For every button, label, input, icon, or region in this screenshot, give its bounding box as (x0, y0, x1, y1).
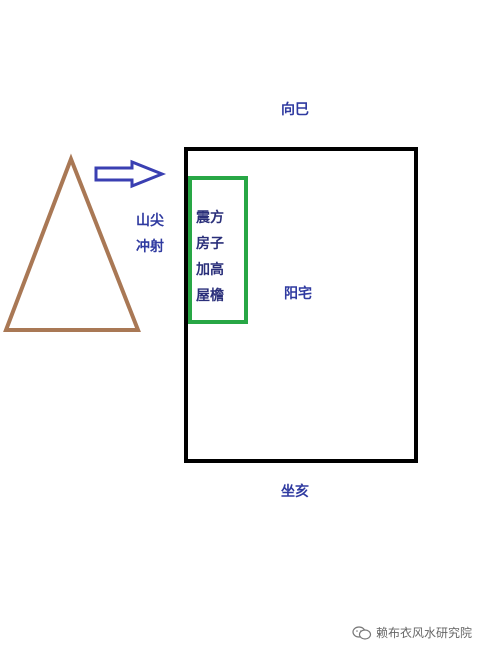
sitting-direction-label: 坐亥 (281, 484, 309, 500)
extension-label-line-3: 加高 (196, 262, 224, 278)
house-outline (184, 147, 418, 463)
extension-label-line-4: 屋檐 (196, 288, 224, 304)
arrow-right-icon (94, 159, 167, 189)
extension-label: 震方 房子 加高 屋檐 (196, 205, 224, 309)
mountain-label: 山尖 冲射 (136, 208, 164, 260)
mountain-peak-triangle (3, 153, 141, 332)
extension-label-line-2: 房子 (196, 236, 224, 252)
watermark-text: 赖布衣风水研究院 (376, 626, 473, 640)
facing-direction-label: 向巳 (281, 102, 309, 118)
house-label: 阳宅 (284, 286, 312, 302)
wechat-icon (352, 625, 372, 640)
mountain-label-line-2: 冲射 (136, 239, 164, 255)
extension-label-line-1: 震方 (196, 210, 224, 226)
extension-outline (188, 176, 248, 324)
mountain-label-line-1: 山尖 (136, 213, 164, 229)
watermark: 赖布衣风水研究院 (352, 624, 472, 641)
